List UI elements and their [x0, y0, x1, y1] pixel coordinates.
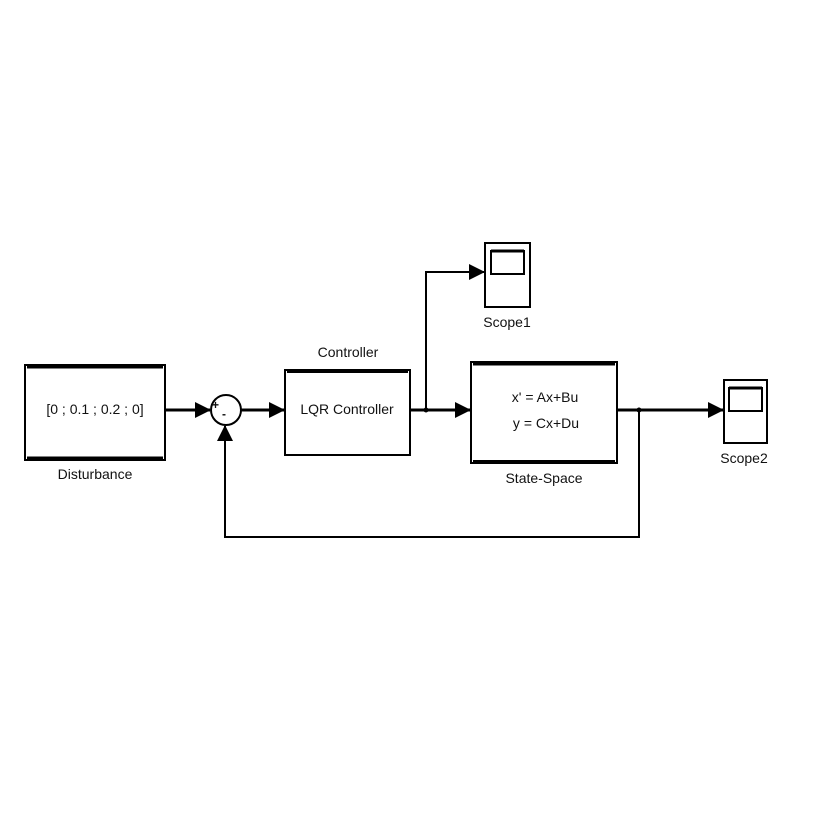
sum-minus-sign: -: [222, 407, 226, 421]
scope2-label: Scope2: [720, 450, 768, 466]
state-space-block[interactable]: [470, 361, 618, 464]
scope2-block[interactable]: [723, 379, 768, 444]
state-space-equation-2: y = Cx+Du: [512, 415, 580, 431]
state-space-label: State-Space: [505, 470, 583, 486]
scope1-label: Scope1: [483, 314, 531, 330]
branch-point-controller: [423, 407, 429, 413]
disturbance-label: Disturbance: [57, 466, 133, 482]
scope1-block[interactable]: [484, 242, 531, 308]
signal-branch-to-scope1[interactable]: [425, 264, 485, 410]
disturbance-value: [0 ; 0.1 ; 0.2 ; 0]: [46, 401, 144, 417]
sum-plus-sign: +: [212, 398, 220, 412]
lqr-controller-block[interactable]: [284, 369, 411, 456]
signal-feedback[interactable]: [217, 410, 640, 538]
controller-content: LQR Controller: [300, 401, 394, 417]
branch-point-output: [636, 407, 642, 413]
disturbance-block[interactable]: [24, 364, 166, 461]
state-space-equation-1: x' = Ax+Bu: [511, 389, 579, 405]
controller-label: Controller: [317, 344, 379, 360]
